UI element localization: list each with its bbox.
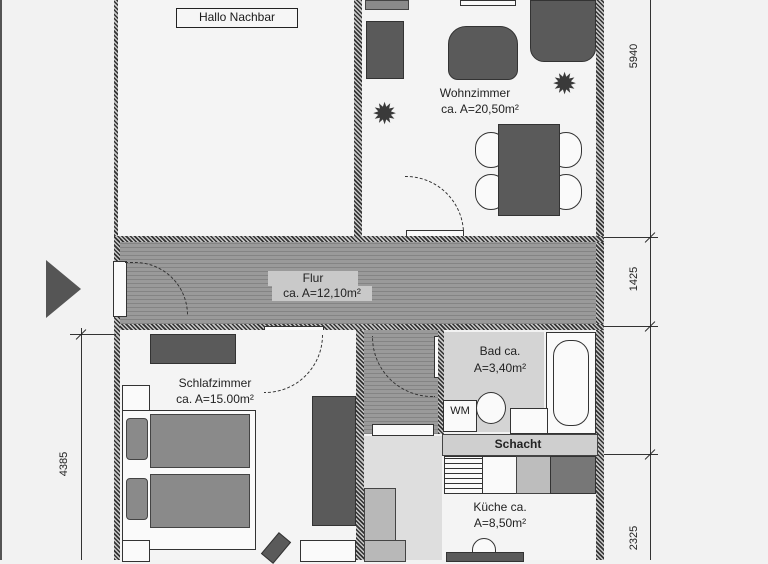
- kueche-area: A=8,50m²: [473, 516, 527, 530]
- bad-name: Bad ca.: [479, 344, 521, 358]
- counter-drawers: [444, 456, 484, 494]
- wardrobe: [312, 396, 356, 526]
- bad-area: A=3,40m²: [473, 361, 527, 375]
- kueche-name: Küche ca.: [473, 500, 527, 514]
- dimension-4385: 4385: [58, 451, 70, 477]
- sink: [482, 456, 518, 494]
- dining-table: [498, 124, 560, 216]
- tv-cabinet: [460, 0, 516, 6]
- wall-living-right: [596, 0, 604, 560]
- wall-flur-top: [114, 236, 604, 242]
- wohnzimmer-name: Wohnzimmer: [439, 86, 511, 100]
- wall-neighbour-left: [114, 0, 118, 240]
- washing-machine: WM: [443, 400, 477, 432]
- kitchen-table: [446, 552, 524, 562]
- shaft-label: Schacht: [494, 437, 542, 451]
- paper-edge: [0, 0, 2, 560]
- wall-bedroom-right: [356, 330, 364, 560]
- neighbour-room: [118, 0, 354, 236]
- counter: [516, 456, 552, 494]
- dimension-line-left: [81, 328, 82, 560]
- dimension-1425: 1425: [628, 266, 640, 292]
- wall-neighbour-living: [354, 0, 362, 240]
- shaft: [442, 434, 598, 456]
- entrance-arrow-icon: [46, 260, 81, 318]
- fridge: [364, 488, 396, 542]
- dimension-ext: [70, 334, 116, 335]
- cabinet-lower: [364, 540, 406, 562]
- door-frame-kitchen: [372, 424, 434, 436]
- blanket: [150, 414, 250, 468]
- dimension-ext: [604, 454, 658, 455]
- wohnzimmer-area: ca. A=20,50m²: [441, 102, 519, 116]
- pillow: [126, 478, 148, 520]
- bathtub-inner: [553, 340, 589, 426]
- dimension-ext: [604, 326, 658, 327]
- nightstand: [122, 385, 150, 411]
- shelf: [365, 0, 409, 10]
- wall-bad-left: [438, 330, 444, 434]
- sofa-chair: [530, 0, 596, 62]
- blanket: [150, 474, 250, 528]
- armchair: [448, 26, 518, 80]
- wall-flur-left: [114, 236, 120, 560]
- cabinet: [366, 21, 404, 79]
- stove: [550, 456, 596, 494]
- plant-icon: ✹: [372, 98, 398, 131]
- dimension-5940: 5940: [628, 43, 640, 69]
- flur-name: Flur: [268, 271, 358, 286]
- plant-icon: ✹: [552, 68, 578, 101]
- dimension-ext: [604, 237, 658, 238]
- neighbour-sign: Hallo Nachbar: [176, 8, 298, 28]
- pillow: [126, 418, 148, 460]
- dresser: [150, 334, 236, 364]
- desk: [300, 540, 356, 562]
- nightstand: [122, 540, 150, 562]
- schlafzimmer-name: Schlafzimmer: [178, 376, 252, 390]
- flur-area: ca. A=12,10m²: [272, 286, 372, 301]
- schlafzimmer-area: ca. A=15.00m²: [176, 392, 254, 406]
- wall-flur-bottom: [114, 324, 604, 330]
- toilet: [476, 392, 506, 424]
- floor-flur: [120, 242, 596, 324]
- dimension-line-right: [650, 0, 651, 560]
- washbasin: [510, 408, 548, 434]
- dimension-2325: 2325: [628, 525, 640, 551]
